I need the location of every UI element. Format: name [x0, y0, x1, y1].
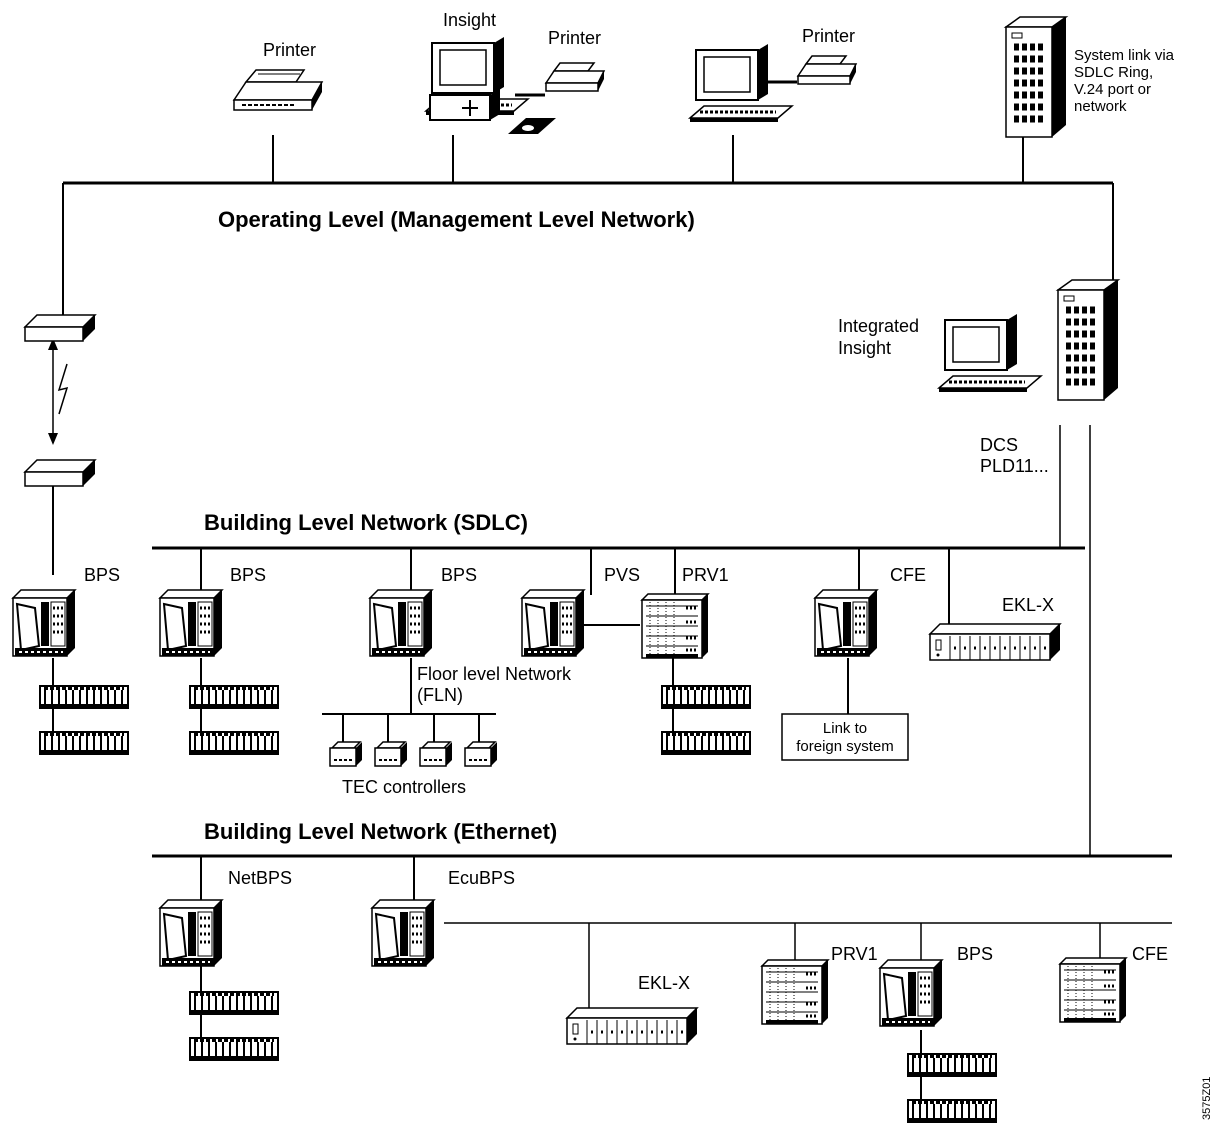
- printer-icon: [797, 55, 857, 85]
- ecubps-controller-icon: [370, 898, 436, 968]
- cfe-controller-icon: [813, 588, 879, 658]
- system-link-label-line4: network: [1074, 98, 1127, 115]
- tec-controller-icon: [374, 741, 408, 767]
- fln-label-line2: (FLN): [417, 685, 463, 705]
- io-module-icon: [662, 686, 750, 708]
- printer-icon: [233, 69, 323, 111]
- printer-label: Printer: [548, 28, 601, 48]
- modem-icon: [24, 459, 96, 487]
- system-link-label-line3: V.24 port or: [1074, 81, 1151, 98]
- ethernet-level-title: Building Level Network (Ethernet): [204, 819, 557, 844]
- cfe-label: CFE: [890, 565, 926, 585]
- network-lines: [48, 80, 1172, 1110]
- printer-label: Printer: [263, 40, 316, 60]
- system-link-label-line2: SDLC Ring,: [1074, 64, 1153, 81]
- tec-controller-icon: [329, 741, 363, 767]
- io-module-icon: [190, 1038, 278, 1060]
- bps-label: BPS: [441, 565, 477, 585]
- prv1-label: PRV1: [682, 565, 729, 585]
- bps-controller-icon: [878, 958, 944, 1028]
- tec-controllers-label: TEC controllers: [342, 777, 466, 797]
- integrated-insight-label-line2: Insight: [838, 338, 891, 358]
- netbps-controller-icon: [158, 898, 224, 968]
- io-module-icon: [190, 992, 278, 1014]
- printer-label: Printer: [802, 26, 855, 46]
- ekl-x-label: EKL-X: [638, 973, 690, 993]
- dcs-label-line1: DCS: [980, 435, 1018, 455]
- io-module-icon: [190, 732, 278, 754]
- io-module-icon: [908, 1054, 996, 1076]
- dcs-label-line2: PLD11...: [980, 456, 1049, 476]
- modem-icon: [24, 314, 96, 342]
- prv1-label: PRV1: [831, 944, 878, 964]
- figure-id: 3575Z01: [1201, 1077, 1213, 1120]
- operating-level-title: Operating Level (Management Level Networ…: [218, 207, 695, 232]
- io-module-icon: [908, 1100, 996, 1122]
- dcs-server-tower-icon: [1058, 280, 1118, 400]
- prv1-rack-icon: [760, 958, 830, 1026]
- pvs-label: PVS: [604, 565, 640, 585]
- link-foreign-label-line2: foreign system: [796, 738, 894, 755]
- ekl-x-icon: [928, 622, 1062, 662]
- pvs-controller-icon: [520, 588, 586, 658]
- link-foreign-box: [781, 713, 909, 761]
- bps-label: BPS: [84, 565, 120, 585]
- io-module-icon: [40, 732, 128, 754]
- bps-label: BPS: [957, 944, 993, 964]
- ekl-x-icon: [565, 1006, 699, 1046]
- link-foreign-label-line1: Link to: [823, 720, 867, 737]
- cfe-label: CFE: [1132, 944, 1168, 964]
- server-tower-icon: [1006, 17, 1066, 137]
- fln-label-line1: Floor level Network: [417, 664, 572, 684]
- system-link-label-line1: System link via: [1074, 47, 1175, 64]
- bps-controller-icon: [368, 588, 434, 658]
- ekl-x-label: EKL-X: [1002, 595, 1054, 615]
- netbps-label: NetBPS: [228, 868, 292, 888]
- bps-label: BPS: [230, 565, 266, 585]
- tec-controller-icon: [464, 741, 498, 767]
- integrated-insight-label-line1: Integrated: [838, 316, 919, 336]
- integrated-insight-workstation-icon: [937, 312, 1043, 394]
- io-module-icon: [190, 686, 278, 708]
- bps-controller-icon: [11, 588, 77, 658]
- insight-label: Insight: [443, 10, 496, 30]
- bps-controller-icon: [158, 588, 224, 658]
- io-module-icon: [40, 686, 128, 708]
- prv1-rack-icon: [640, 592, 710, 660]
- io-module-icon: [662, 732, 750, 754]
- insight-workstation-icon: [424, 35, 556, 134]
- cfe-rack-icon: [1058, 956, 1128, 1024]
- printer-icon: [545, 62, 605, 92]
- sdlc-level-title: Building Level Network (SDLC): [204, 510, 528, 535]
- tec-controller-icon: [419, 741, 453, 767]
- ecubps-label: EcuBPS: [448, 868, 515, 888]
